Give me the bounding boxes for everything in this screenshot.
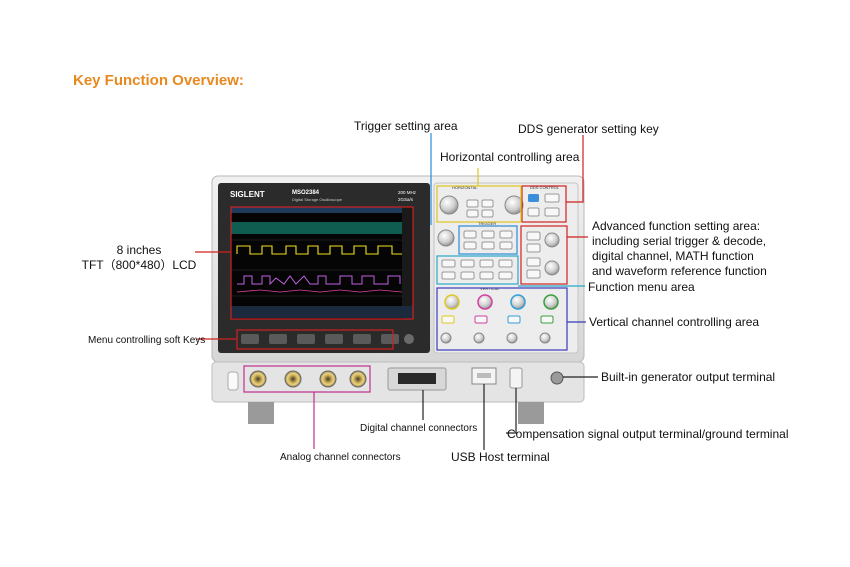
label-advanced-line2: including serial trigger & decode, <box>592 234 767 248</box>
ch2-bnc-connector[interactable] <box>284 370 302 388</box>
ch4-button[interactable] <box>540 315 554 324</box>
label-vertical-area: Vertical channel controlling area <box>589 315 760 329</box>
advanced-highlight <box>520 225 568 285</box>
control-panel: HORIZONTAL DDS CONTROL TRIGGER VERTICAL <box>433 182 579 354</box>
universal-knob[interactable] <box>544 232 560 248</box>
label-dds-key: DDS generator setting key <box>518 122 659 136</box>
label-lcd-line1: 8 inches <box>116 243 162 257</box>
dds-generator-key[interactable] <box>544 207 560 217</box>
label-trigger-area: Trigger setting area <box>354 119 458 133</box>
ch3-button[interactable] <box>507 315 521 324</box>
label-lcd: 8 inches TFT（800*480）LCD <box>80 243 198 273</box>
waveform-purple <box>237 275 401 286</box>
ch4-scale-knob[interactable] <box>543 294 559 310</box>
soft-key-1[interactable] <box>241 334 259 344</box>
label-analog-connectors: Analog channel connectors <box>280 452 401 463</box>
menu-off-button[interactable] <box>404 334 414 344</box>
analog-highlight <box>243 365 371 393</box>
label-lcd-line2: TFT（800*480）LCD <box>81 258 197 272</box>
function-highlight <box>436 255 519 285</box>
label-digital-connectors: Digital channel connectors <box>360 423 478 434</box>
soft-key-4[interactable] <box>325 334 343 344</box>
label-compensation: Compensation signal output terminal/grou… <box>507 427 789 441</box>
page-heading: Key Function Overview: <box>73 72 244 89</box>
compensation-terminal[interactable] <box>509 367 523 389</box>
dds-key-wave[interactable] <box>528 194 539 202</box>
label-advanced-line1: Advanced function setting area: <box>592 219 761 233</box>
brand-logo: SIGLENT <box>230 190 265 199</box>
label-advanced-line4: and waveform reference function <box>592 264 767 278</box>
horizontal-scale-knob[interactable] <box>504 195 524 215</box>
generator-output-bnc[interactable] <box>550 371 564 385</box>
line-compensation <box>506 388 517 434</box>
front-connectors <box>249 367 564 391</box>
label-horizontal-area: Horizontal controlling area <box>440 150 580 164</box>
ch1-bnc-connector[interactable] <box>249 370 267 388</box>
soft-key-6[interactable] <box>381 334 399 344</box>
ch4-bnc-connector[interactable] <box>349 370 367 388</box>
lcd-highlight <box>230 206 414 320</box>
ch1-button[interactable] <box>441 315 455 324</box>
usb-host-port[interactable] <box>477 373 491 378</box>
label-advanced: Advanced function setting area: includin… <box>592 219 822 279</box>
label-usb-host: USB Host terminal <box>451 450 550 464</box>
spec-bandwidth: 200 MHz <box>398 190 417 195</box>
section-dds: DDS CONTROL <box>530 185 560 190</box>
ch2-scale-knob[interactable] <box>477 294 493 310</box>
horizontal-highlight <box>436 185 522 223</box>
soft-key-2[interactable] <box>269 334 287 344</box>
ch2-button[interactable] <box>474 315 488 324</box>
label-generator-output: Built-in generator output terminal <box>601 370 776 384</box>
math-knob[interactable] <box>544 260 560 276</box>
section-trigger: TRIGGER <box>478 221 496 226</box>
trigger-level-knob[interactable] <box>437 229 455 247</box>
waveform-yellow <box>236 245 402 255</box>
label-advanced-line3: digital channel, MATH function <box>592 249 754 263</box>
digital-channel-port[interactable] <box>398 373 436 384</box>
section-horizontal: HORIZONTAL <box>452 185 478 190</box>
callout-lines <box>195 133 598 450</box>
line-dds <box>566 135 584 203</box>
ch1-scale-knob[interactable] <box>444 294 460 310</box>
soft-key-3[interactable] <box>297 334 315 344</box>
ch3-scale-knob[interactable] <box>510 294 526 310</box>
trigger-highlight <box>458 225 518 255</box>
lcd-screen: SIGLENT MSO2384 Digital Storage Oscillos… <box>218 183 430 353</box>
label-soft-keys: Menu controlling soft Keys <box>88 335 206 346</box>
ch3-bnc-connector[interactable] <box>319 370 337 388</box>
label-function-menu: Function menu area <box>588 280 695 294</box>
soft-keys-row <box>241 334 414 344</box>
vertical-highlight <box>436 287 568 351</box>
spec-rate: 2GSa/s <box>398 197 414 202</box>
soft-key-5[interactable] <box>353 334 371 344</box>
model-subtitle: Digital Storage Oscilloscope <box>292 197 343 202</box>
model-label: MSO2384 <box>292 190 320 196</box>
horizontal-position-knob[interactable] <box>439 195 459 215</box>
waveform-magenta <box>236 289 403 293</box>
dds-highlight <box>521 185 567 223</box>
